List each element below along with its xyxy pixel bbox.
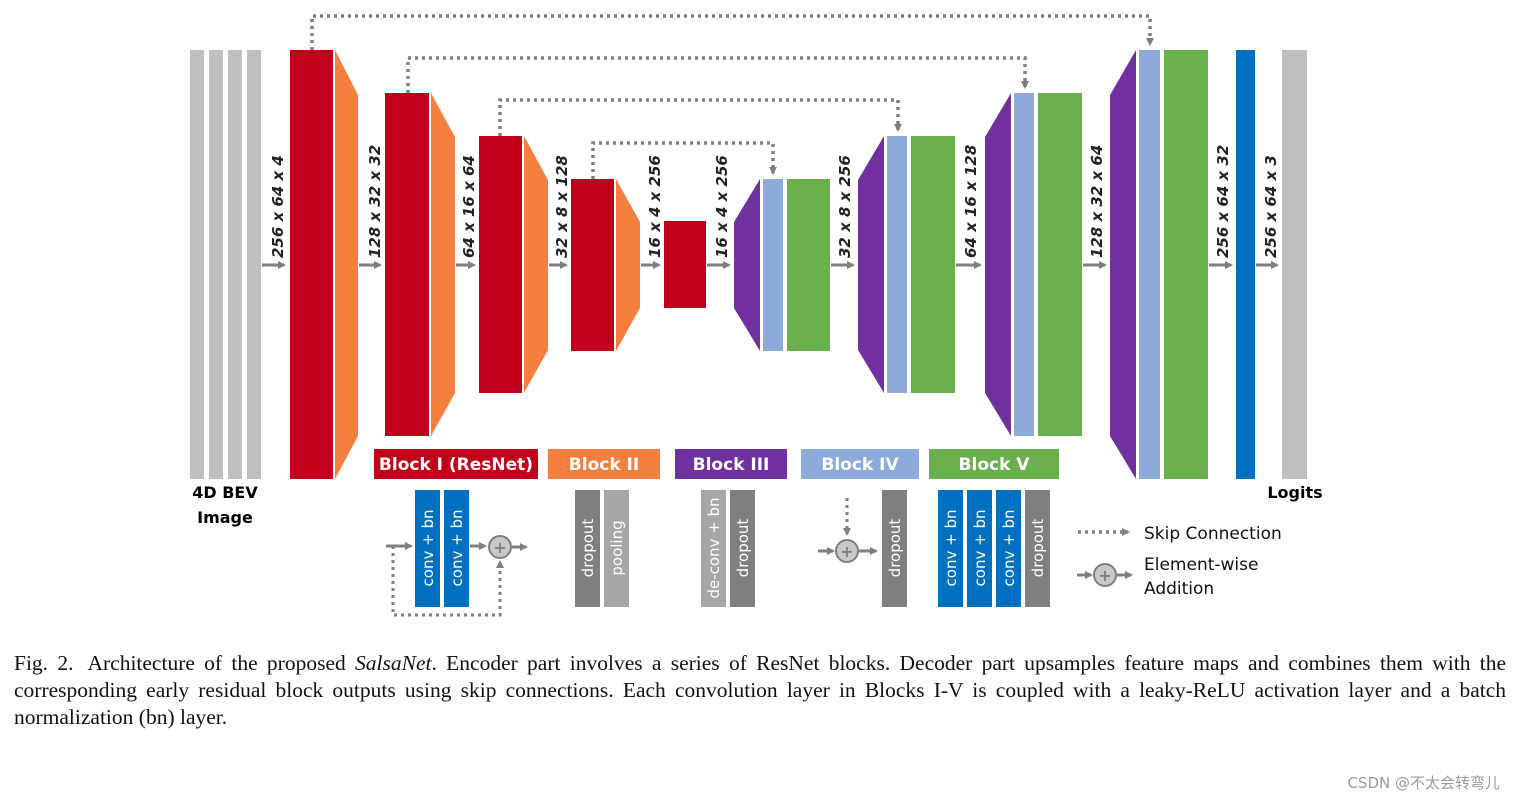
salsanet-architecture-diagram: 256 x 64 x 4 128 x 32 x 32 64 x 16 x 64 … <box>190 14 1323 617</box>
block-2-label: Block II <box>569 455 639 475</box>
block-4-detail: + <box>818 490 907 607</box>
block-5-dropout-label: dropout <box>1029 519 1047 578</box>
caption-text-rest: . Encoder part involves a series of ResN… <box>14 651 1506 729</box>
block-3-dropout-label: dropout <box>734 519 752 578</box>
block-2-pooling-label: pooling <box>608 520 626 575</box>
decoder-deconv-block-2 <box>858 136 884 393</box>
dimension-label-2: 128 x 32 x 32 <box>366 145 384 258</box>
decoder-concat-block-1 <box>763 179 783 351</box>
skip-connection-3 <box>498 98 902 136</box>
encoder-pool-block-3 <box>524 136 548 393</box>
legend-add-label-line1: Element-wise <box>1144 555 1258 575</box>
model-name: SalsaNet <box>355 651 432 675</box>
decoder-conv-block-2 <box>911 136 955 393</box>
block-4-label: Block IV <box>821 455 899 475</box>
encoder-pool-block-1 <box>335 50 358 479</box>
legend-add-node <box>1093 563 1117 587</box>
encoder-pool-block-4 <box>616 179 640 351</box>
dimension-label-8: 64 x 16 x 128 <box>962 145 980 258</box>
block-2-dropout-label: dropout <box>579 519 597 578</box>
final-conv-layer <box>1236 50 1255 479</box>
logits-output-layer <box>1282 50 1307 479</box>
decoder-deconv-block-3 <box>985 93 1011 436</box>
figure-number: Fig. 2. <box>14 651 74 675</box>
decoder-concat-block-3 <box>1014 93 1034 436</box>
input-channel-4 <box>247 50 261 479</box>
block-3-dropout-layer <box>730 490 755 607</box>
bottleneck-resnet-block <box>664 221 706 308</box>
figure-caption: Fig. 2. Architecture of the proposed Sals… <box>14 650 1506 731</box>
decoder-deconv-block-4 <box>1110 50 1136 479</box>
block-1-conv-bn-label: conv + bn <box>419 510 437 587</box>
block-3-label: Block III <box>693 455 770 475</box>
block-4-dropout-label: dropout <box>886 519 904 578</box>
decoder-conv-block-3 <box>1038 93 1082 436</box>
dimension-label-11: 256 x 64 x 3 <box>1262 155 1280 258</box>
decoder-concat-block-2 <box>887 136 907 393</box>
block-5-conv-bn-layer <box>996 490 1021 607</box>
dimension-label-1: 256 x 64 x 4 <box>269 155 287 258</box>
decoder-deconv-block-1 <box>734 179 760 351</box>
block-5-conv-bn-label: conv + bn <box>942 510 960 587</box>
legend-add-symbol: + <box>1098 566 1111 585</box>
decoder-conv-block-1 <box>787 179 830 351</box>
block-5-conv-bn-layer <box>938 490 963 607</box>
block-4-badge <box>801 449 919 479</box>
input-channel-1 <box>190 50 204 479</box>
block-4-add-node <box>835 539 859 563</box>
dimension-label-5: 16 x 4 x 256 <box>646 155 664 258</box>
block-5-conv-bn-label: conv + bn <box>1000 510 1018 587</box>
encoder-resnet-block-2 <box>385 93 429 436</box>
block-3-deconv-bn-label: de-conv + bn <box>705 497 723 598</box>
output-label: Logits <box>1267 483 1322 502</box>
dimension-label-10: 256 x 64 x 32 <box>1214 145 1232 258</box>
block-1-add-symbol: + <box>493 538 506 557</box>
encoder-resnet-block-3 <box>479 136 522 393</box>
input-channel-2 <box>209 50 223 479</box>
skip-connection-1 <box>310 14 1154 50</box>
block-3-deconv-bn-layer <box>701 490 726 607</box>
block-5-badge <box>929 449 1059 479</box>
dimension-label-7: 32 x 8 x 256 <box>836 155 854 258</box>
block-4-dropout-layer <box>882 490 907 607</box>
block-4-add-symbol: + <box>840 542 853 561</box>
block-1-detail: + <box>386 490 528 617</box>
caption-text-start: Architecture of the proposed <box>87 651 356 675</box>
skip-connection-4 <box>591 141 777 179</box>
dimension-label-6: 16 x 4 x 256 <box>713 155 731 258</box>
encoder-resnet-block-4 <box>571 179 614 351</box>
block-1-add-node <box>488 535 512 559</box>
block-5-dropout-layer <box>1025 490 1050 607</box>
legend-add-label-line2: Addition <box>1144 579 1214 599</box>
skip-connection-2 <box>406 56 1029 93</box>
block-2-dropout-layer <box>575 490 600 607</box>
block-5-conv-bn-label: conv + bn <box>971 510 989 587</box>
decoder-concat-block-4 <box>1139 50 1160 479</box>
input-label-line2: Image <box>197 508 253 527</box>
dimension-label-3: 64 x 16 x 64 <box>460 155 478 258</box>
input-channel-3 <box>228 50 242 479</box>
block-1-label: Block I (ResNet) <box>379 455 533 475</box>
block-5-label: Block V <box>959 455 1031 475</box>
block-5-conv-bn-layer <box>967 490 992 607</box>
block-3-badge <box>675 449 787 479</box>
decoder-conv-block-4 <box>1164 50 1208 479</box>
encoder-pool-block-2 <box>431 93 455 436</box>
block-1-badge <box>374 449 538 479</box>
input-label: 4D BEV <box>192 483 258 502</box>
block-1-conv-bn-label: conv + bn <box>448 510 466 587</box>
legend-skip-label: Skip Connection <box>1144 524 1282 544</box>
watermark: CSDN @不太会转弯儿 <box>1347 774 1500 792</box>
dimension-label-4: 32 x 8 x 128 <box>553 155 571 258</box>
block-2-badge <box>548 449 660 479</box>
block-1-conv-bn-layer <box>415 490 440 607</box>
block-1-conv-bn-layer <box>444 490 469 607</box>
dimension-label-9: 128 x 32 x 64 <box>1088 145 1106 258</box>
block-2-pooling-layer <box>604 490 629 607</box>
encoder-resnet-block-1 <box>290 50 333 479</box>
